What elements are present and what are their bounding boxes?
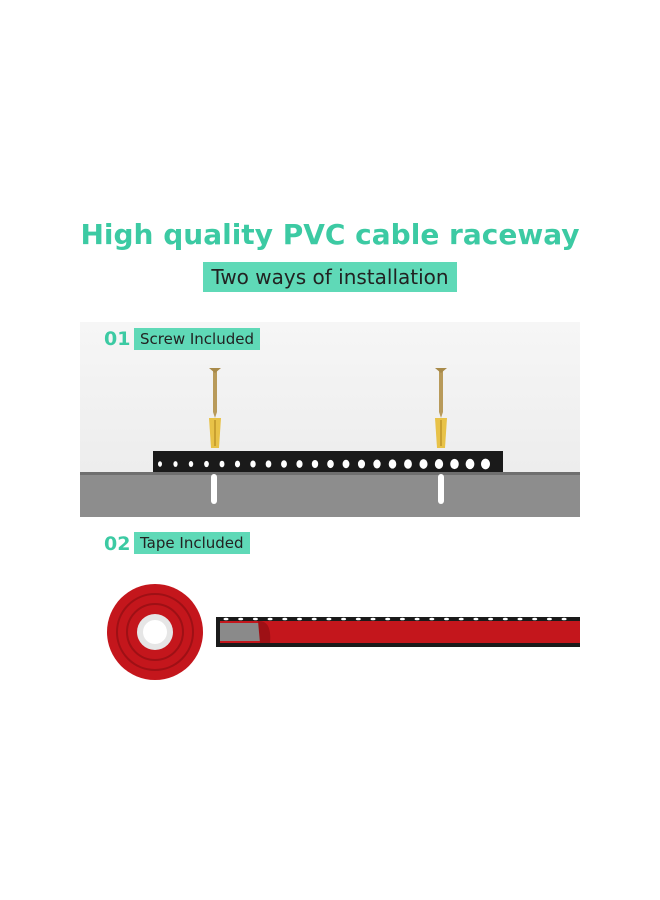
raceway-hole [158, 461, 162, 467]
step-1-label: Screw Included [134, 328, 260, 350]
step-2-number: 02 [104, 533, 131, 555]
raceway-hole [252, 617, 258, 621]
raceway-hole [296, 460, 303, 468]
raceway-hole [219, 460, 225, 468]
raceway-hole [450, 458, 459, 470]
raceway-hole [373, 459, 381, 469]
raceway-hole [357, 459, 366, 469]
step-1-number: 01 [104, 328, 131, 350]
step-2-label: Tape Included [134, 532, 250, 554]
screw-icon [435, 368, 447, 418]
raceway-hole [399, 617, 405, 621]
wall-surface [80, 472, 580, 517]
raceway-hole [465, 458, 475, 470]
raceway-hole [502, 617, 508, 621]
raceway-hole [250, 460, 256, 468]
raceway-hole [173, 461, 178, 467]
raceway-hole [267, 617, 273, 621]
main-title: High quality PVC cable raceway [80, 218, 580, 251]
raceway-hole [355, 617, 361, 621]
raceway-hole [473, 617, 479, 621]
raceway-with-tape [216, 617, 580, 647]
raceway-hole [532, 617, 538, 621]
raceway-hole [561, 617, 567, 621]
subtitle: Two ways of installation [203, 262, 457, 292]
raceway-hole [488, 617, 494, 621]
raceway-hole [282, 617, 288, 621]
raceway-hole [419, 459, 428, 469]
raceway-hole [414, 617, 420, 621]
raceway-hole [327, 459, 334, 469]
raceway-hole [458, 617, 464, 621]
raceway-hole [204, 460, 209, 468]
tape-roll-icon [107, 584, 203, 680]
raceway-hole [234, 460, 241, 468]
wall-slot [438, 474, 444, 504]
raceway-hole [480, 458, 491, 470]
raceway-hole [404, 459, 412, 469]
raceway-hole [265, 460, 272, 468]
wall-slot [211, 474, 217, 504]
raceway-hole [370, 617, 376, 621]
raceway-hole [444, 617, 449, 621]
raceway-channel [153, 451, 503, 472]
raceway-hole [341, 617, 347, 621]
wall-anchor-icon [435, 418, 447, 448]
raceway-hole [223, 617, 229, 621]
raceway-hole [546, 617, 552, 621]
raceway-hole [388, 459, 397, 469]
raceway-hole [238, 617, 244, 621]
raceway-hole [342, 459, 350, 469]
raceway-hole [297, 617, 302, 621]
raceway-hole [311, 617, 317, 621]
screw-icon [209, 368, 221, 418]
raceway-hole [188, 460, 194, 468]
wall-anchor-icon [209, 418, 221, 448]
subtitle-container: Two ways of installation [0, 262, 660, 292]
raceway-hole [429, 617, 435, 621]
raceway-hole [517, 617, 523, 621]
raceway-hole [434, 459, 444, 469]
raceway-hole [326, 617, 332, 621]
raceway-hole [281, 460, 287, 468]
raceway-hole [311, 460, 319, 468]
raceway-hole [385, 617, 391, 621]
